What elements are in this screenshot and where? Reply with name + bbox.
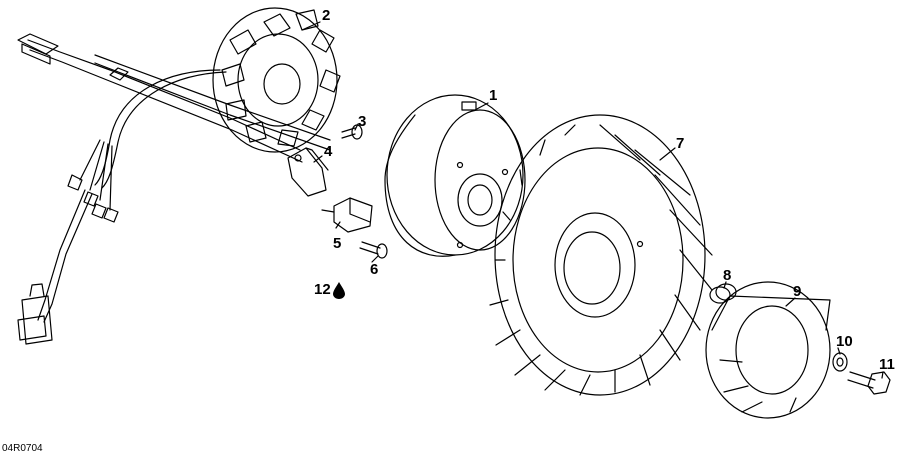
callout-9: 9 bbox=[793, 283, 802, 300]
part-7-fan bbox=[489, 114, 713, 396]
leader-lines bbox=[301, 21, 884, 379]
callout-5: 5 bbox=[333, 235, 342, 252]
callout-11: 11 bbox=[879, 356, 895, 373]
part-4-sensor bbox=[287, 147, 329, 197]
drawing-code: 04R0704 bbox=[2, 443, 43, 454]
part-1-flywheel bbox=[384, 94, 526, 257]
part-9-starter-cup bbox=[705, 281, 831, 419]
callout-6: 6 bbox=[370, 261, 379, 278]
callout-12: 12 bbox=[314, 281, 331, 298]
part-2-stator bbox=[212, 7, 341, 153]
callout-2: 2 bbox=[322, 7, 331, 24]
oil-drop-icon bbox=[333, 282, 345, 299]
callout-4: 4 bbox=[324, 143, 333, 160]
wiring-harness bbox=[17, 33, 331, 345]
part-8-bushing bbox=[709, 283, 737, 304]
part-11-bolt bbox=[847, 371, 891, 395]
callout-7: 7 bbox=[676, 135, 685, 152]
callout-1: 1 bbox=[489, 87, 498, 104]
part-10-washer bbox=[832, 352, 848, 372]
callout-10: 10 bbox=[836, 333, 853, 350]
callout-3: 3 bbox=[358, 113, 367, 130]
part-5-coil bbox=[321, 197, 373, 233]
callout-8: 8 bbox=[723, 267, 732, 284]
part-6-screw bbox=[359, 241, 388, 259]
